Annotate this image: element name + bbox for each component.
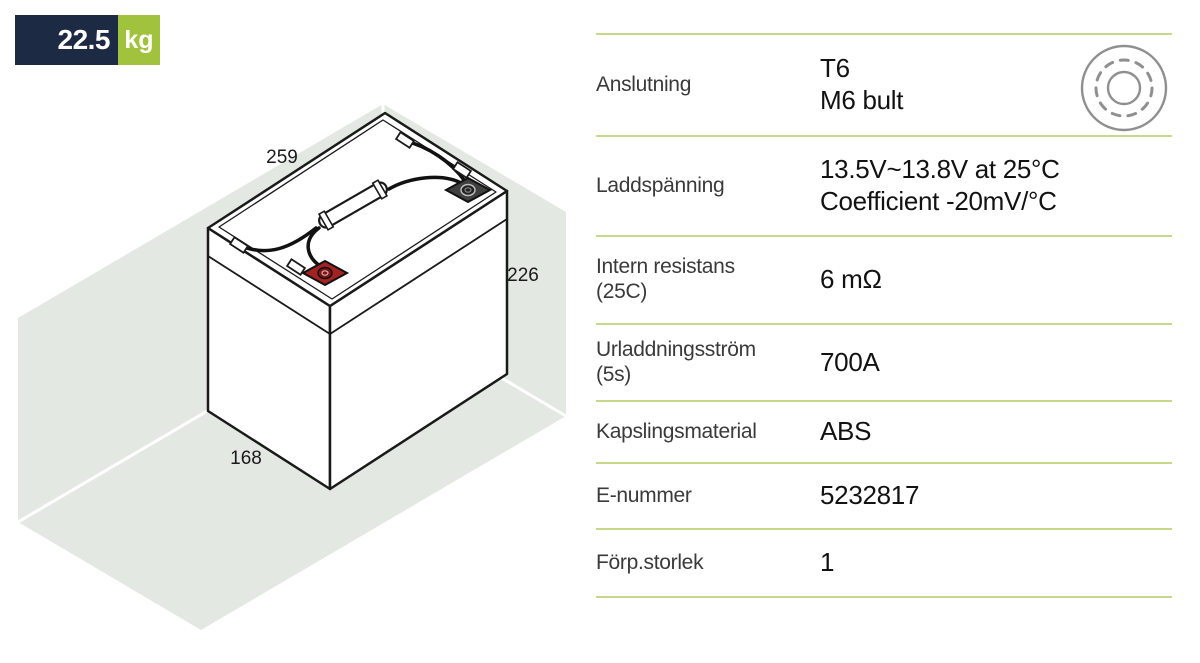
dimension-label-width: 168 (230, 448, 262, 469)
spec-value-line: Coefficient -20mV/°C (820, 186, 1057, 216)
spec-label-line: E-nummer (596, 483, 692, 507)
battery-lid-seam (207, 218, 508, 335)
weight-badge: 22.5 kg (15, 15, 160, 65)
spec-value-line: 6 mΩ (820, 264, 882, 295)
spec-label: Intern resistans (25C) (596, 255, 820, 305)
negative-terminal (443, 176, 493, 204)
spec-label-line: Laddspänning (596, 173, 725, 197)
spec-row-e-nummer: E-nummer 5232817 (596, 462, 1172, 528)
spec-label-line: Intern resistans (596, 255, 735, 279)
spec-value-line: M6 bult (820, 85, 904, 115)
terminal-top-view-icon (1080, 44, 1168, 132)
cable-clips (228, 131, 473, 276)
spec-value-line: 700A (820, 346, 880, 377)
spec-label-line: Förp.storlek (596, 550, 704, 574)
spec-value: 700A (820, 347, 1172, 379)
weight-unit: kg (118, 15, 160, 65)
dimension-label-length: 259 (266, 147, 298, 168)
spec-row-intern-resistans: Intern resistans (25C) 6 mΩ (596, 235, 1172, 323)
spec-row-laddspanning: Laddspänning 13.5V~13.8V at 25°C Coeffic… (596, 135, 1172, 235)
spec-label-line: Anslutning (596, 72, 692, 96)
spec-label: Förp.storlek (596, 551, 820, 576)
spec-label-line: Urladdningsström (596, 337, 756, 361)
spec-label: Anslutning (596, 73, 820, 98)
spec-row-kapslingsmaterial: Kapslingsmaterial ABS (596, 400, 1172, 462)
battery-diagram: 259 226 168 (17, 104, 567, 630)
spec-row-forp-storlek: Förp.storlek 1 (596, 528, 1172, 598)
spec-label-line: (25C) (596, 280, 648, 303)
spec-table: Anslutning T6 M6 bult Laddspänning 13.5V… (596, 33, 1172, 598)
spec-value: 5232817 (820, 480, 1172, 512)
spec-label: Urladdningsström (5s) (596, 338, 820, 388)
battery-handle (317, 179, 389, 231)
spec-label: E-nummer (596, 484, 820, 509)
dimension-label-height: 226 (507, 265, 539, 286)
spec-row-anslutning: Anslutning T6 M6 bult (596, 33, 1172, 135)
spec-value-line: ABS (820, 416, 872, 447)
spec-value: 13.5V~13.8V at 25°C Coefficient -20mV/°C (820, 154, 1172, 217)
spec-value-line: T6 (820, 53, 850, 84)
weight-value: 22.5 (15, 15, 118, 65)
spec-value: ABS (820, 416, 1172, 448)
spec-value: 6 mΩ (820, 264, 1172, 296)
spec-row-urladdningsstrom: Urladdningsström (5s) 700A (596, 323, 1172, 400)
positive-terminal (300, 259, 350, 287)
spec-value-line: 1 (820, 547, 835, 578)
spec-value-line: 13.5V~13.8V at 25°C (820, 154, 1060, 185)
spec-label-line: (5s) (596, 362, 631, 386)
spec-label-line: Kapslingsmaterial (596, 419, 757, 443)
spec-label: Laddspänning (596, 174, 820, 199)
spec-value: T6 M6 bult (820, 53, 1172, 116)
spec-value-line: 5232817 (820, 480, 920, 511)
spec-label: Kapslingsmaterial (596, 420, 820, 445)
spec-value: 1 (820, 547, 1172, 579)
